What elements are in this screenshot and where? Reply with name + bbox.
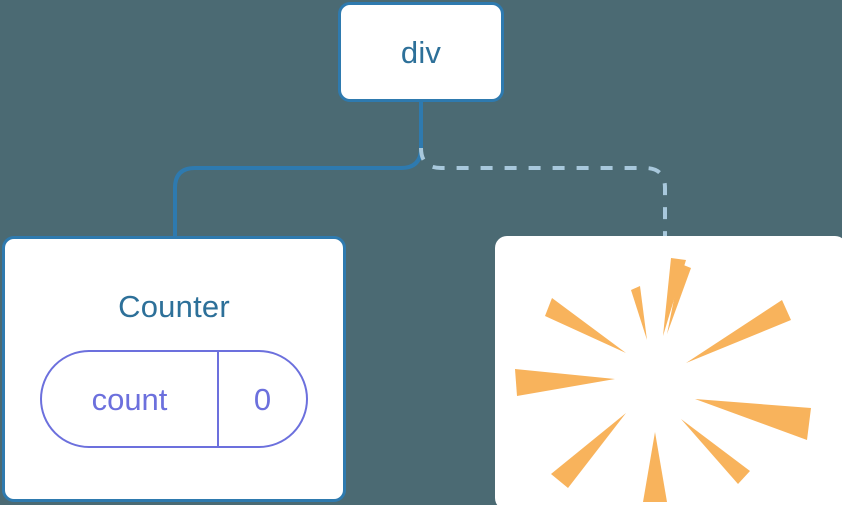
burst-ray: [667, 264, 691, 334]
burst-ray: [551, 413, 626, 488]
state-pill-count[interactable]: count 0: [40, 350, 308, 448]
node-counter-label: Counter: [118, 289, 230, 324]
node-burst[interactable]: [495, 236, 842, 505]
state-value: 0: [217, 352, 306, 446]
burst-ray: [545, 298, 626, 353]
edge-div-to-counter: [173, 102, 423, 238]
burst-ray: [686, 300, 791, 363]
edge-div-to-burst: [419, 147, 667, 238]
node-div-label: div: [400, 34, 442, 70]
burst-ray: [643, 432, 667, 502]
state-key: count: [91, 381, 168, 417]
burst-ray: [631, 286, 647, 340]
node-counter[interactable]: Counter count 0: [2, 236, 346, 502]
burst-icon: [515, 258, 811, 502]
burst-ray: [681, 419, 750, 484]
burst-ray: [695, 399, 811, 440]
node-div[interactable]: div: [338, 2, 504, 102]
burst-ray: [515, 369, 615, 396]
